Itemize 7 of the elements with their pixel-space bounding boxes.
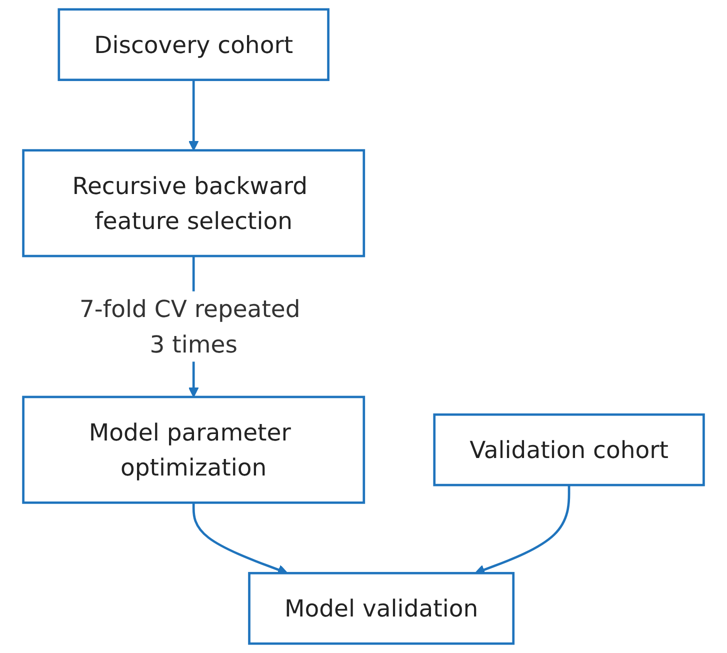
node-box: Discovery cohort [58,8,330,82]
arrow [188,80,199,151]
edge-label: 7-fold CV repeated 3 times [79,294,300,358]
node-box: Model parameter optimization [22,396,366,504]
node-box: Recursive backward feature selection [22,149,366,258]
node-box: Validation cohort [433,413,705,486]
node-box: Model validation [248,572,515,645]
